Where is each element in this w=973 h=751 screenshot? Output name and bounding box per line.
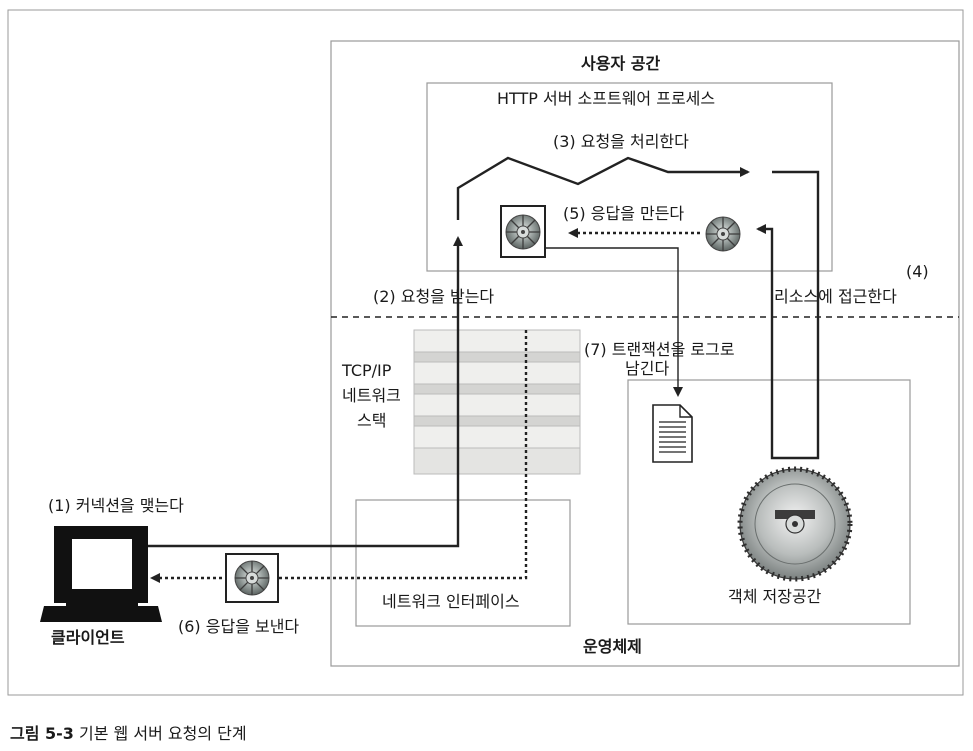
step4-label: 리소스에 접근한다	[774, 287, 897, 306]
step3-label: (3) 요청을 처리한다	[553, 132, 689, 151]
outer-frame	[7, 9, 964, 696]
step2-label: (2) 요청을 받는다	[373, 287, 495, 306]
step5-label: (5) 응답을 만든다	[563, 204, 685, 223]
connection-line	[148, 236, 463, 548]
storage-blade-icon	[737, 466, 853, 582]
tcpip-stack	[413, 329, 581, 475]
client-computer-icon	[40, 526, 162, 622]
resource-gear-icon	[705, 216, 741, 252]
figure-number: 그림 5-3	[10, 724, 74, 743]
tcpip-label-line1: TCP/IP	[342, 361, 392, 380]
os-label: 운영체제	[583, 637, 642, 656]
step1-label: (1) 커넥션을 맺는다	[48, 496, 184, 515]
http-server-label: HTTP 서버 소프트웨어 프로세스	[497, 89, 716, 108]
step4-number: (4)	[906, 262, 929, 281]
http-server-box	[426, 82, 833, 272]
object-storage-box	[627, 379, 911, 625]
step7-label-line1: (7) 트랜잭션을 로그로	[584, 340, 735, 359]
logging-line	[544, 247, 683, 397]
response-gear-icon	[505, 214, 541, 250]
network-interface-box	[355, 499, 571, 627]
tcpip-label-line3: 스택	[357, 411, 387, 430]
step7-label-line2: 남긴다	[625, 359, 670, 378]
send-response-line	[150, 330, 528, 583]
tcpip-label-line2: 네트워크	[342, 386, 401, 405]
log-document-icon	[652, 404, 693, 463]
send-gear-icon	[234, 560, 270, 596]
resource-access-line	[756, 170, 820, 460]
client-label: 클라이언트	[51, 628, 125, 647]
process-request-line	[456, 156, 750, 220]
figure-caption: 그림 5-3 기본 웹 서버 요청의 단계	[10, 720, 247, 744]
network-interface-label: 네트워크 인터페이스	[382, 592, 520, 611]
figure-caption-text: 기본 웹 서버 요청의 단계	[79, 724, 247, 743]
user-space-label: 사용자 공간	[581, 54, 661, 73]
os-box	[330, 40, 960, 667]
step6-label: (6) 응답을 보낸다	[178, 617, 300, 636]
object-storage-label: 객체 저장공간	[728, 587, 822, 606]
